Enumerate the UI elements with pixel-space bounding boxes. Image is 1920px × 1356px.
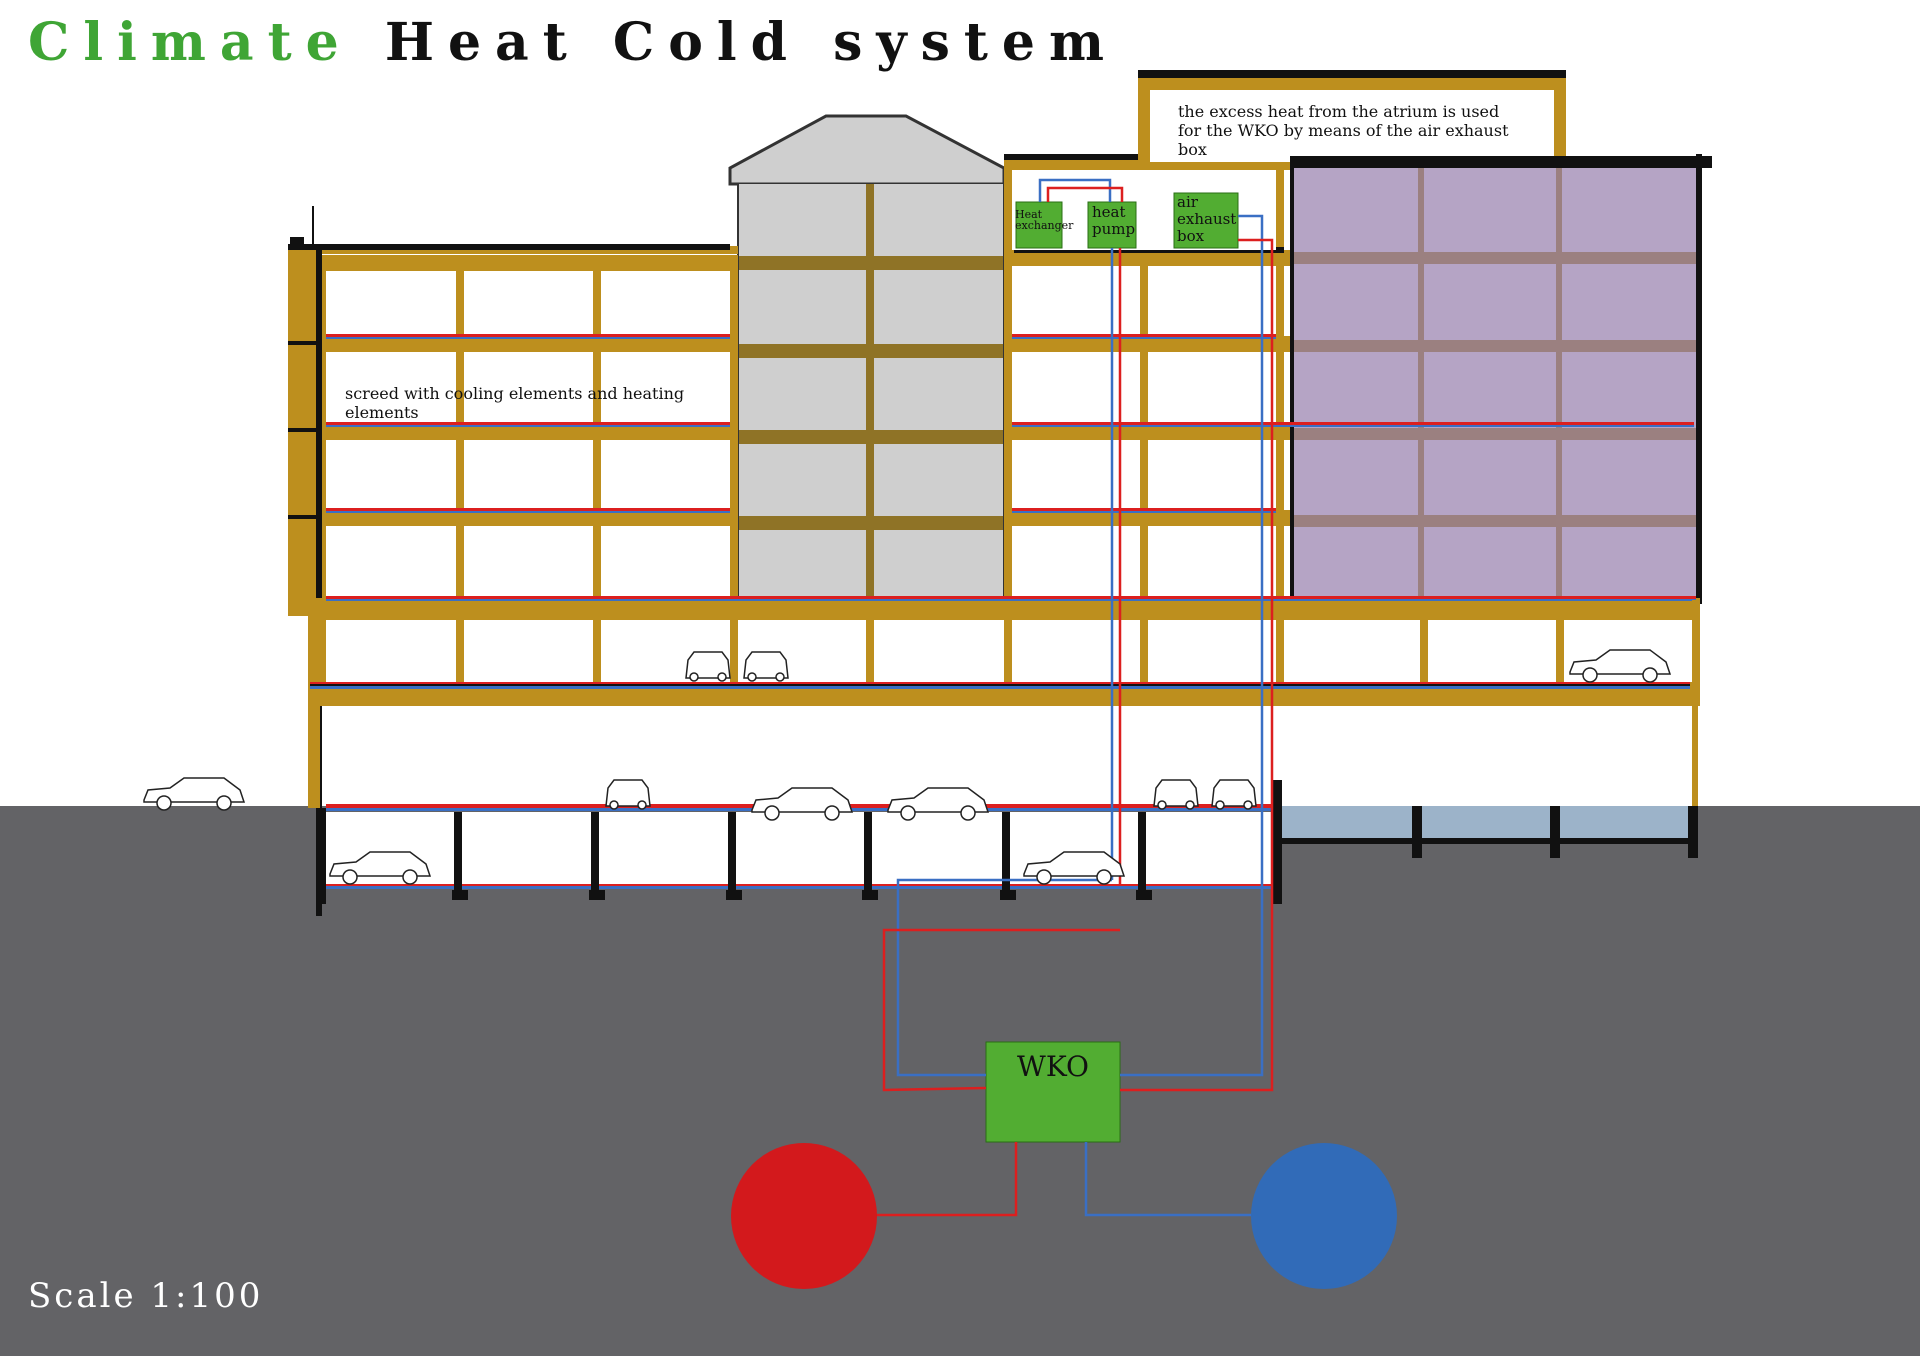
east-rooms bbox=[1012, 170, 1276, 598]
atrium-heat-note: the excess heat from the atrium is used … bbox=[1178, 102, 1509, 159]
title-word-climate: Climate bbox=[28, 12, 353, 73]
stairwell bbox=[728, 114, 1006, 598]
screed-note: screed with cooling elements and heating… bbox=[345, 384, 685, 422]
title-heat-cold-system: Heat Cold system bbox=[384, 12, 1119, 73]
equipment-boxes bbox=[985, 192, 1239, 1143]
west-roof bbox=[288, 244, 730, 250]
heat-pump-label: heat pump bbox=[1092, 203, 1136, 238]
car-icon bbox=[143, 777, 246, 811]
car-icon bbox=[1211, 779, 1257, 810]
car-icon bbox=[605, 779, 651, 810]
car-icon bbox=[685, 651, 731, 682]
car-icon bbox=[887, 787, 990, 821]
cold-reservoir bbox=[1251, 1143, 1397, 1289]
air-exhaust-box-label: air exhaust box bbox=[1177, 193, 1237, 245]
car-icon bbox=[1023, 851, 1126, 885]
heat-exchanger-label: Heat exchanger bbox=[1015, 208, 1074, 232]
car-icon bbox=[1153, 779, 1199, 810]
car-icon bbox=[743, 651, 789, 682]
west-rooms bbox=[326, 271, 730, 598]
atrium bbox=[1290, 168, 1700, 598]
basement bbox=[316, 600, 1698, 904]
wko-label: WKO bbox=[1017, 1050, 1089, 1083]
car-icon bbox=[751, 787, 854, 821]
scale-label: Scale 1:100 bbox=[28, 1276, 264, 1316]
car-icon bbox=[1569, 649, 1672, 683]
rooftop-volume bbox=[1138, 70, 1712, 604]
car-icon bbox=[329, 851, 432, 885]
warm-reservoir bbox=[731, 1143, 877, 1289]
piping bbox=[876, 178, 1274, 1217]
cars bbox=[143, 649, 1672, 885]
diagram-title: Climate Heat Cold system bbox=[28, 12, 1118, 73]
